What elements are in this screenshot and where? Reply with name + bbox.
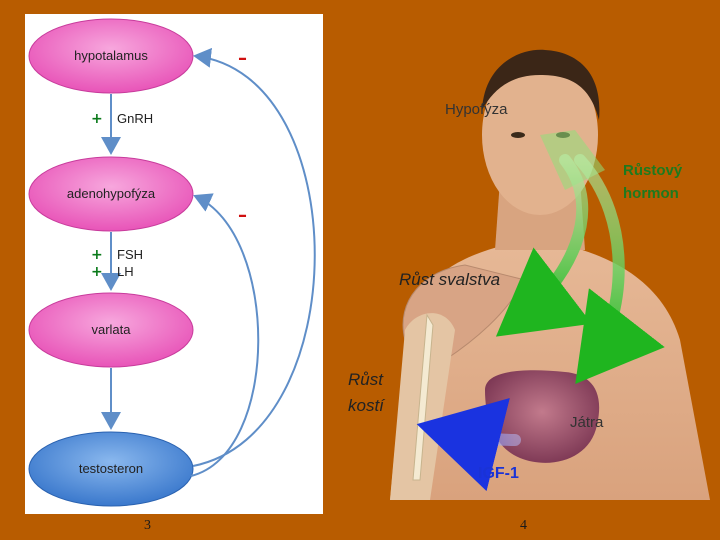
hormone-axis-diagram: hypotalamus adenohypofýza varlata testos… [25,14,323,514]
label-gnrh: GnRH [117,111,153,126]
page-number-left: 3 [144,518,151,533]
anatomy-illustration: Hypofýza Růstový hormon Růst svalstva Rů… [335,40,720,500]
label-rust-kosti-2: kostí [348,396,386,415]
hormone-axis-svg: hypotalamus adenohypofýza varlata testos… [28,18,316,507]
blue-arrow-igf-to-bone [416,397,521,492]
plus-sign-gnrh: + [91,111,103,127]
plus-sign-fsh: + [91,247,103,263]
node-varlata-label: varlata [91,322,131,337]
minus-sign-hypotalamus: – [238,48,247,69]
label-igf-1: IGF-1 [478,465,519,482]
label-rustovy-hormon-2: hormon [623,185,679,202]
label-rust-kosti-1: Růst [348,370,384,389]
page-number-right: 4 [520,518,527,533]
label-hypofyza: Hypofýza [445,101,508,118]
feedback-arrow-to-adenohypofyza [190,193,260,477]
label-fsh: FSH [117,247,143,262]
green-arrow-to-liver [574,154,665,384]
node-varlata: varlata [28,292,194,368]
label-rustovy-hormon-1: Růstový [623,162,683,179]
minus-sign-adenohypofyza: – [238,205,247,226]
hair-shape [482,49,600,120]
label-rust-svalstva: Růst svalstva [399,270,500,289]
node-hypotalamus: hypotalamus [28,18,194,94]
node-testosteron-label: testosteron [79,461,143,476]
plus-sign-lh: + [91,264,103,280]
node-adenohypofyza-label: adenohypofýza [67,186,156,201]
label-lh: LH [117,264,134,279]
node-adenohypofyza: adenohypofýza [28,156,194,232]
label-jatra: Játra [570,414,604,431]
left-eye-icon [511,132,525,138]
feedback-arrow-to-hypotalamus [192,47,316,467]
anatomy-svg: Hypofýza Růstový hormon Růst svalstva Rů… [348,49,710,500]
green-arrow-to-muscle [495,154,592,337]
node-testosteron: testosteron [28,431,194,507]
node-hypotalamus-label: hypotalamus [74,48,148,63]
